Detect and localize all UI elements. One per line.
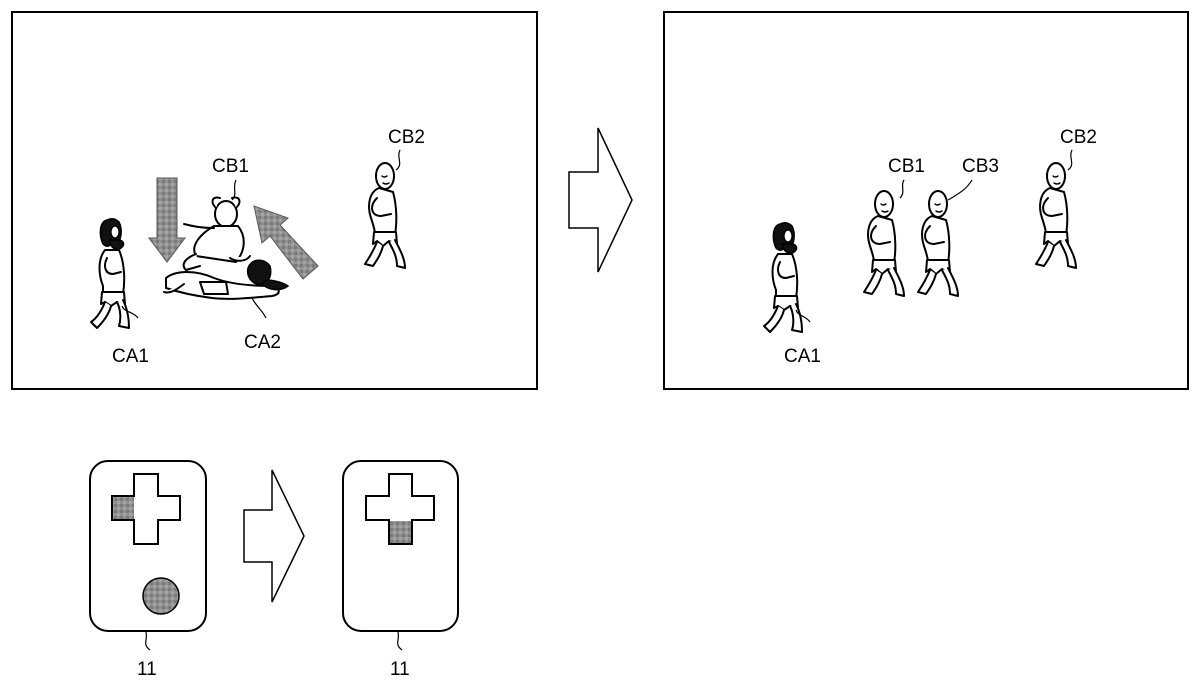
character-cb1-before	[182, 196, 251, 271]
before-scene: CA1 CB1 CA2 CB2	[11, 11, 538, 390]
leader-cb2-before	[395, 149, 401, 171]
label-cb3-after: CB3	[962, 156, 999, 177]
controller-transition-arrow-icon	[243, 469, 305, 603]
label-cb2-before: CB2	[388, 127, 425, 148]
leader-ca1-after	[795, 309, 811, 323]
down-arrow-icon	[148, 177, 186, 263]
before-scene-frame	[11, 11, 538, 390]
label-controller-after: 11	[390, 659, 410, 680]
leader-cb2-after	[1067, 149, 1073, 171]
action-button-pressed-icon	[142, 577, 180, 615]
leader-ca2-before	[251, 297, 267, 319]
dpad-down-pressed	[390, 521, 411, 543]
label-cb2-after: CB2	[1060, 127, 1097, 148]
leader-cb3-after	[947, 179, 973, 201]
character-cb2-after	[1035, 162, 1077, 269]
character-cb1-after	[863, 190, 905, 297]
controller-before: 11	[89, 460, 207, 680]
leader-controller-before	[145, 631, 151, 651]
controller-after: 11	[342, 460, 459, 680]
dpad-left-pressed	[112, 497, 134, 519]
label-ca2-before: CA2	[244, 332, 281, 353]
label-controller-before: 11	[137, 659, 157, 680]
label-cb1-before: CB1	[212, 156, 249, 177]
label-cb1-after: CB1	[888, 156, 925, 177]
leader-ca1-before	[121, 305, 139, 319]
transition-arrow-icon	[568, 127, 633, 273]
after-scene: CA1 CB1 CB3 CB2	[663, 11, 1189, 390]
after-scene-frame	[663, 11, 1189, 390]
character-ca1-after	[763, 221, 803, 333]
leader-cb1-before	[231, 179, 237, 201]
leader-cb1-after	[899, 179, 905, 199]
diagonal-arrow-icon	[253, 205, 319, 280]
character-cb2-before	[364, 162, 406, 269]
label-ca1-after: CA1	[784, 346, 821, 367]
leader-controller-after	[397, 631, 403, 651]
character-ca2-before	[163, 259, 290, 300]
label-ca1-before: CA1	[112, 346, 149, 367]
character-ca1-before	[90, 217, 130, 329]
character-cb3-after	[917, 190, 959, 297]
